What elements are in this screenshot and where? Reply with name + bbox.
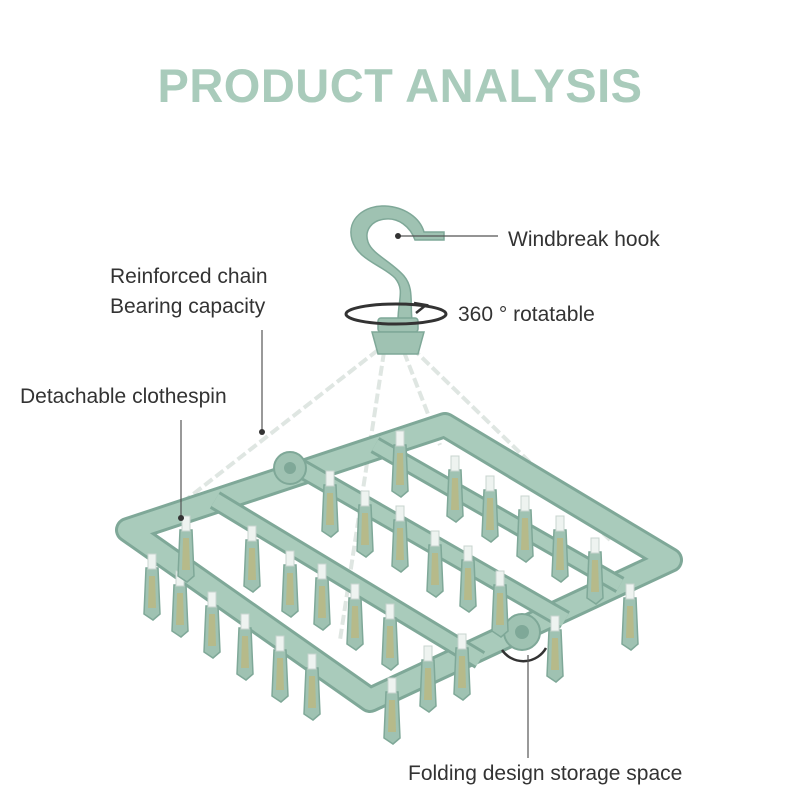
chain-marker-dot xyxy=(259,429,265,435)
hook-marker-dot xyxy=(395,233,401,239)
label-windbreak-hook: Windbreak hook xyxy=(508,228,660,251)
clothespin-marker-dot xyxy=(178,515,184,521)
label-rotatable: 360 ° rotatable xyxy=(458,303,595,326)
leader-lines xyxy=(180,235,529,758)
windbreak-hook xyxy=(350,205,445,355)
label-detachable-clothespin: Detachable clothespin xyxy=(20,385,227,408)
label-bearing-capacity: Bearing capacity xyxy=(110,295,266,318)
label-reinforced-chain: Reinforced chain xyxy=(110,265,268,288)
label-folding-design: Folding design storage space xyxy=(408,762,683,785)
page-title: PRODUCT ANALYSIS xyxy=(157,59,643,112)
rotate-arrow-icon xyxy=(344,301,448,326)
folding-hinge xyxy=(273,451,548,663)
